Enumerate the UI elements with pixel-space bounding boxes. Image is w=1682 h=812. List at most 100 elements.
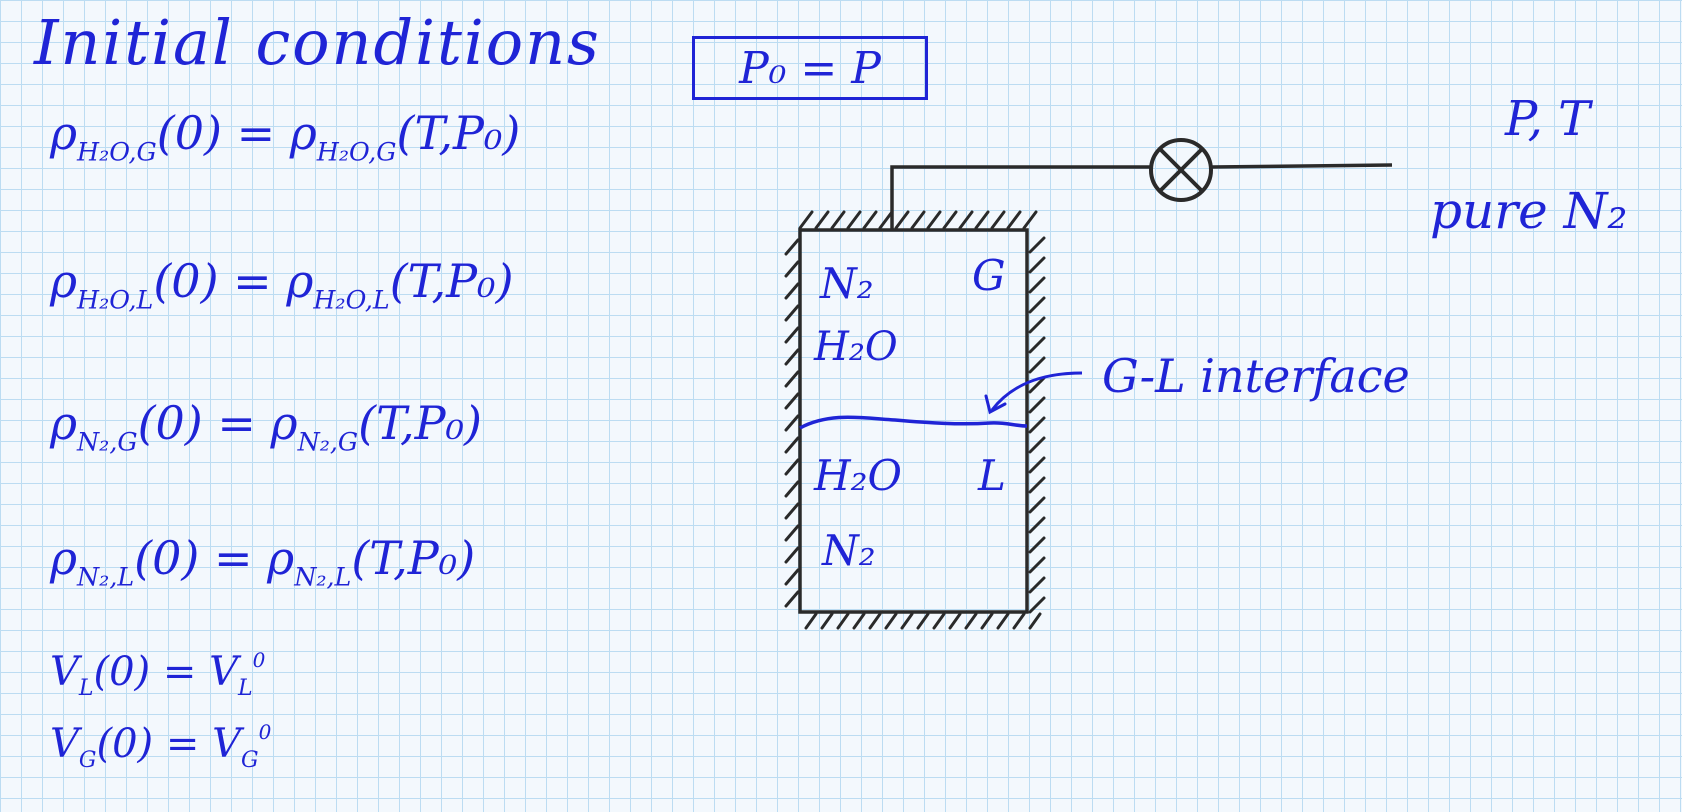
hatch-mark	[784, 568, 800, 586]
eq-lhs-arg: (0)	[156, 106, 222, 160]
eq-equals: =	[217, 396, 256, 450]
eq-lhs-subscript: N₂,L	[77, 562, 135, 592]
wall-hatching	[784, 210, 1046, 630]
eq-rhs-symbol: ρ	[270, 396, 298, 450]
hatch-mark	[894, 210, 910, 230]
feed-pipe	[1211, 163, 1393, 169]
inlet-pipe	[890, 165, 1150, 230]
hatch-mark	[1028, 316, 1046, 334]
hatch-mark	[910, 210, 926, 230]
equation-n2-gas: ρN₂,G(0) = ρN₂,G(T,P₀)	[50, 400, 482, 455]
hatch-mark	[942, 210, 958, 230]
eq-lhs-subscript: H₂O,G	[77, 137, 157, 167]
eq-rhs-symbol: ρ	[286, 254, 314, 308]
equation-n2-liquid: ρN₂,L(0) = ρN₂,L(T,P₀)	[50, 535, 475, 590]
vol-equals: =	[162, 649, 197, 695]
hatch-mark	[964, 612, 978, 630]
hatch-mark	[1022, 210, 1038, 230]
eq-lhs-symbol: ρ	[50, 106, 78, 160]
hatch-mark	[1028, 396, 1046, 414]
hatch-mark	[862, 210, 878, 230]
hatch-mark	[990, 210, 1006, 230]
eq-equals: =	[233, 254, 272, 308]
hatch-mark	[1028, 356, 1046, 374]
hatch-mark	[1028, 256, 1046, 274]
liquid-species-h2o: H₂O	[813, 451, 902, 500]
vol-rhs-superscript: 0	[258, 720, 272, 744]
hatch-mark	[804, 612, 818, 630]
valve-icon	[1149, 138, 1213, 202]
hatch-mark	[1028, 556, 1046, 574]
hatch-mark	[784, 282, 800, 300]
eq-equals: =	[213, 531, 253, 585]
hatch-mark	[784, 348, 800, 366]
hatch-mark	[784, 436, 800, 454]
eq-rhs-subscript: H₂O,L	[313, 285, 390, 315]
eq-lhs-arg: (0)	[153, 254, 219, 308]
hatch-mark	[846, 210, 862, 230]
hatch-mark	[926, 210, 942, 230]
eq-rhs-subscript: N₂,L	[294, 562, 352, 592]
vol-equals: =	[165, 721, 200, 767]
hatch-mark	[784, 502, 800, 520]
hatch-mark	[836, 612, 850, 630]
hatch-mark	[1028, 376, 1046, 394]
vol-rhs-superscript: 0	[252, 648, 266, 672]
gas-phase-label: G	[972, 251, 1006, 300]
vol-lhs-symbol: V	[50, 649, 79, 695]
hatch-mark	[784, 524, 800, 542]
hatch-mark	[784, 370, 800, 388]
hatch-mark	[980, 612, 994, 630]
hatch-mark	[852, 612, 866, 630]
hatch-mark	[1028, 296, 1046, 314]
hatch-mark	[932, 612, 946, 630]
hatch-mark	[1028, 276, 1046, 294]
hatch-mark	[1028, 336, 1046, 354]
eq-rhs-symbol: ρ	[267, 531, 295, 585]
hatch-mark	[784, 546, 800, 564]
hatch-mark	[948, 612, 962, 630]
hatch-mark	[784, 458, 800, 476]
eq-lhs-subscript: N₂,G	[77, 427, 138, 457]
eq-rhs-subscript: H₂O,G	[316, 137, 397, 167]
eq-rhs-arg: (T,P₀)	[358, 396, 482, 450]
equation-volume-gas: VG(0) = VG0	[50, 722, 271, 772]
gas-liquid-interface-line	[799, 415, 1028, 430]
equation-h2o-gas: ρH₂O,G(0) = ρH₂O,G(T,P₀)	[50, 110, 520, 165]
hatch-mark	[1028, 516, 1046, 534]
hatch-mark	[784, 304, 800, 322]
hatch-mark	[1028, 596, 1046, 614]
eq-rhs-arg: (T,P₀)	[389, 254, 514, 308]
hatch-mark	[784, 392, 800, 410]
eq-lhs-symbol: ρ	[50, 531, 78, 585]
hatch-mark	[814, 210, 830, 230]
hatch-mark	[974, 210, 990, 230]
hatch-mark	[958, 210, 974, 230]
arrow-head-icon	[984, 394, 1007, 415]
hatch-mark	[1028, 536, 1046, 554]
vol-lhs-arg: (0)	[96, 721, 154, 767]
hatch-mark	[916, 612, 930, 630]
liquid-phase-label: L	[977, 451, 1006, 500]
hatch-mark	[1028, 476, 1046, 494]
eq-rhs-arg: (T,P₀)	[351, 531, 476, 585]
hatch-mark	[1012, 612, 1026, 630]
hatch-mark	[830, 210, 846, 230]
hatch-mark	[1028, 416, 1046, 434]
hatch-mark	[900, 612, 914, 630]
hatch-mark	[784, 260, 800, 278]
vol-lhs-subscript: L	[78, 675, 94, 701]
vol-rhs-subscript: G	[240, 747, 259, 773]
eq-rhs-subscript: N₂,G	[297, 427, 359, 457]
interface-label: G-L interface	[1102, 349, 1410, 403]
hatch-mark	[868, 612, 882, 630]
hatch-mark	[1028, 496, 1046, 514]
vol-lhs-subscript: G	[78, 747, 97, 773]
hatch-mark	[878, 210, 894, 230]
pressure-box: P₀ = P	[692, 36, 928, 100]
eq-rhs-symbol: ρ	[289, 106, 317, 160]
eq-rhs-arg: (T,P₀)	[396, 106, 521, 160]
eq-lhs-symbol: ρ	[50, 254, 78, 308]
vol-rhs-subscript: L	[238, 675, 253, 701]
hatch-mark	[784, 414, 800, 432]
